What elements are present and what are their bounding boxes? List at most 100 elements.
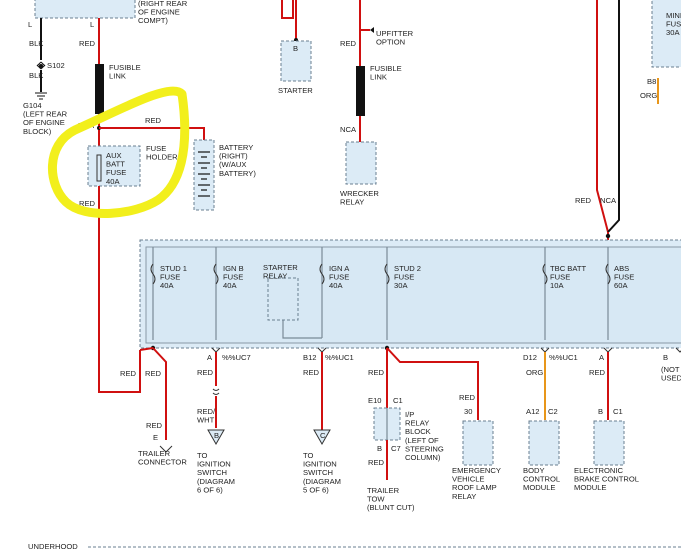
red-upfitter-label: RED: [340, 39, 357, 48]
starter-label: STARTER: [278, 86, 313, 95]
ground-l-pin-right: L: [90, 20, 94, 29]
nca-label-2: NCA: [340, 125, 357, 134]
blk-label-2: BLK: [29, 71, 43, 80]
ign-b-pin: B: [214, 431, 219, 440]
c1-ebcm-label: C1: [613, 407, 623, 416]
s102-label: S102: [47, 61, 65, 70]
ebcm-box: [593, 420, 625, 466]
org-top-label: ORG: [640, 91, 657, 100]
red-ign-a-label: RED: [303, 368, 320, 377]
splice-dot-right: [605, 233, 611, 239]
chevron-down-icon: [159, 445, 173, 453]
blk-label-1: BLK: [29, 39, 43, 48]
c2-label: C2: [548, 407, 558, 416]
red-ebcm-label: RED: [589, 368, 606, 377]
wire-break-icon: [36, 61, 46, 70]
pin-d12: D12: [523, 353, 537, 362]
pin-b-right: B: [663, 353, 668, 362]
red-l1-label: RED: [120, 369, 137, 378]
block-pins: A %%UC7 B12 %%UC1 D12 %%UC1 A B: [207, 347, 681, 362]
starter-relay-box: [267, 277, 299, 321]
black-right-wire: [607, 0, 620, 233]
c1-label: C1: [393, 396, 403, 405]
pin-a-2: A: [599, 353, 605, 362]
bcm-box: [528, 420, 560, 466]
fuse-block-inner: [145, 246, 681, 344]
fusible-link-1: [95, 64, 104, 114]
starter-box: [280, 40, 312, 82]
stud1-link: [139, 347, 154, 351]
pin-chevrons: [211, 347, 681, 353]
starter-wire-top: [281, 0, 294, 19]
a12-label: A12: [526, 407, 540, 416]
wrecker-relay-box: [345, 141, 377, 185]
connector-break-icon: [212, 388, 220, 395]
b8-label: B8: [647, 77, 656, 86]
ground-l-pin: L: [28, 20, 32, 29]
arrow-icon: [370, 27, 374, 33]
fuse-vertical-wires: [152, 247, 609, 340]
red-tow-label: RED: [368, 458, 385, 467]
aux-fuse-symbol: [96, 154, 102, 182]
fuse-symbols: [150, 263, 611, 285]
emergency-relay-box: [462, 420, 494, 466]
pin-b12: B12: [303, 353, 317, 362]
trailer-wire: [152, 347, 167, 440]
red-wht-label: RED/WHT: [197, 407, 216, 425]
red-l2-label: RED: [145, 369, 162, 378]
red-below-fuse-label: RED: [79, 199, 96, 208]
c7-label: C7: [391, 444, 401, 453]
right-top-section: MINIFUSE30A B8 ORG RED NCA: [575, 0, 681, 240]
red-aux-wire: [98, 186, 141, 393]
red-right-wire: [596, 0, 609, 233]
org-label: ORG: [526, 368, 543, 377]
pin-code-uc1-a: %%UC1: [325, 353, 354, 362]
red-ign-b-label: RED: [197, 368, 214, 377]
e10-label: E10: [368, 396, 382, 405]
battery-box: [193, 139, 215, 211]
red-battery-label: RED: [145, 116, 162, 125]
b-pin-label: B: [377, 444, 382, 453]
fusible-link-2: [356, 66, 365, 116]
red-label-feed: RED: [79, 39, 96, 48]
red-emerg-label: RED: [459, 393, 476, 402]
yellow-highlight-annotation: [48, 86, 190, 219]
red-battery-wire: [99, 127, 205, 140]
emergency-wire: [386, 347, 479, 420]
starter-pin: B: [293, 44, 298, 53]
mini-fuse-box: [651, 0, 681, 68]
underhood-label: UNDERHOOD: [28, 542, 78, 550]
pin-30-label: 30: [464, 407, 472, 416]
trailer-pin: E: [153, 433, 158, 442]
ign-a-pin: C: [320, 431, 326, 440]
ign-b-connector-icon: [207, 429, 225, 446]
nca-right-label: NCA: [600, 196, 617, 205]
